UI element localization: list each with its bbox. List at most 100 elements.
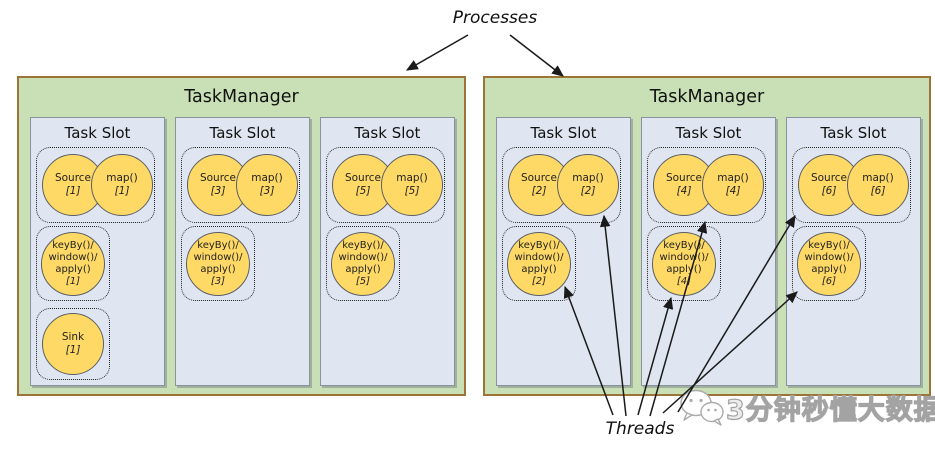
operator-chain-box: Source [2] map() [2] — [502, 147, 621, 223]
threads-label: Threads — [605, 419, 675, 439]
task-index: [3] — [210, 185, 226, 197]
task-label: Source — [344, 172, 382, 185]
operator-chain-box: Source [6] map() [6] — [792, 147, 911, 223]
task-slot-title: Task Slot — [354, 124, 421, 142]
wechat-icon — [680, 389, 724, 426]
source-task-circle: Source [2] — [508, 154, 570, 216]
task-label: window()/ — [804, 252, 854, 264]
task-label: window()/ — [338, 252, 388, 264]
keyby-task-circle: keyBy()/ window()/ apply() [4] — [652, 232, 716, 296]
task-label: window()/ — [514, 252, 564, 264]
task-slot-4: Task Slot Source [2] map() [2] keyBy()/ … — [496, 117, 631, 386]
taskmanager-title: TaskManager — [649, 87, 765, 107]
map-task-circle: map() [1] — [91, 154, 153, 216]
keyby-operator-box: keyBy()/ window()/ apply() [1] — [36, 226, 110, 301]
task-label: apply() — [55, 264, 91, 275]
task-slot-2: Task Slot Source [3] map() [3] keyBy()/ … — [175, 117, 310, 386]
keyby-task-circle: keyBy()/ window()/ apply() [5] — [331, 232, 395, 296]
map-task-circle: map() [6] — [847, 154, 909, 216]
keyby-task-circle: keyBy()/ window()/ apply() [3] — [186, 232, 250, 296]
processes-arrow-right — [509, 34, 564, 77]
task-slot-title: Task Slot — [530, 124, 597, 142]
taskmanager-left: TaskManager Task Slot Source [1] map() [… — [17, 76, 466, 396]
task-index: [1] — [114, 185, 130, 197]
watermark-text: 3分钟秒懂大数据 — [725, 394, 935, 426]
task-slot-3: Task Slot Source [5] map() [5] keyBy()/ … — [320, 117, 455, 386]
task-label: window()/ — [193, 252, 243, 264]
processes-label: Processes — [452, 8, 538, 28]
keyby-operator-box: keyBy()/ window()/ apply() [5] — [326, 226, 400, 301]
task-label: apply() — [811, 264, 847, 275]
keyby-operator-box: keyBy()/ window()/ apply() [3] — [181, 226, 255, 301]
task-index: [6] — [870, 185, 886, 197]
task-slot-title: Task Slot — [675, 124, 742, 142]
task-label: apply() — [200, 264, 236, 275]
task-slot-title: Task Slot — [64, 124, 131, 142]
task-label: apply() — [666, 264, 702, 275]
map-task-circle: map() [4] — [702, 154, 764, 216]
task-label: keyBy()/ — [663, 240, 705, 252]
task-label: Source — [810, 172, 848, 185]
task-index: [6] — [821, 185, 837, 197]
task-index: [1] — [65, 185, 81, 197]
task-slot-1: Task Slot Source [1] map() [1] keyBy()/ … — [30, 117, 165, 386]
keyby-operator-box: keyBy()/ window()/ apply() [2] — [502, 226, 576, 301]
task-index: [2] — [531, 185, 547, 197]
keyby-task-circle: keyBy()/ window()/ apply() [1] — [41, 232, 105, 296]
operator-chain-box: Source [3] map() [3] — [181, 147, 300, 223]
task-label: keyBy()/ — [518, 240, 560, 252]
taskmanager-title: TaskManager — [184, 87, 299, 107]
taskmanager-right: TaskManager Task Slot Source [2] map() [… — [483, 76, 931, 396]
task-label: keyBy()/ — [52, 240, 94, 252]
task-label: map() — [862, 172, 894, 185]
operator-chain-box: Source [5] map() [5] — [326, 147, 445, 223]
task-index: [3] — [210, 275, 226, 287]
keyby-operator-box: keyBy()/ window()/ apply() [4] — [647, 226, 721, 301]
map-task-circle: map() [2] — [557, 154, 619, 216]
processes-arrow-left — [405, 34, 469, 71]
task-label: Source — [54, 172, 92, 185]
task-slot-5: Task Slot Source [4] map() [4] keyBy()/ … — [641, 117, 776, 386]
task-label: Source — [199, 172, 237, 185]
task-index: [5] — [355, 275, 371, 287]
keyby-task-circle: keyBy()/ window()/ apply() [2] — [507, 232, 571, 296]
watermark: 3分钟秒懂大数据 — [678, 386, 935, 428]
task-label: window()/ — [659, 252, 709, 264]
task-label: map() — [572, 172, 604, 185]
task-index: [3] — [259, 185, 275, 197]
task-index: [2] — [580, 185, 596, 197]
keyby-task-circle: keyBy()/ window()/ apply() [6] — [797, 232, 861, 296]
task-label: apply() — [521, 264, 557, 275]
task-index: [4] — [676, 275, 692, 287]
task-index: [4] — [676, 185, 692, 197]
map-task-circle: map() [5] — [381, 154, 443, 216]
task-label: map() — [396, 172, 428, 185]
task-slot-6: Task Slot Source [6] map() [6] keyBy()/ … — [786, 117, 921, 386]
sink-operator-box: Sink [1] — [36, 308, 110, 380]
task-label: keyBy()/ — [342, 240, 384, 252]
task-index: [6] — [821, 275, 837, 287]
task-index: [2] — [531, 275, 547, 287]
task-index: [1] — [65, 344, 81, 356]
task-label: map() — [106, 172, 138, 185]
task-index: [4] — [725, 185, 741, 197]
task-label: Source — [520, 172, 558, 185]
map-task-circle: map() [3] — [236, 154, 298, 216]
task-slot-title: Task Slot — [820, 124, 887, 142]
source-task-circle: Source [5] — [332, 154, 394, 216]
task-slot-title: Task Slot — [209, 124, 276, 142]
operator-chain-box: Source [1] map() [1] — [36, 147, 155, 223]
task-index: [5] — [404, 185, 420, 197]
task-label: map() — [717, 172, 749, 185]
task-label: window()/ — [48, 252, 98, 264]
task-label: map() — [251, 172, 283, 185]
task-label: Sink — [61, 331, 85, 344]
task-label: keyBy()/ — [808, 240, 850, 252]
sink-task-circle: Sink [1] — [42, 313, 104, 375]
task-label: apply() — [345, 264, 381, 275]
task-label: Source — [665, 172, 703, 185]
task-index: [5] — [355, 185, 371, 197]
task-index: [1] — [65, 275, 81, 287]
operator-chain-box: Source [4] map() [4] — [647, 147, 766, 223]
